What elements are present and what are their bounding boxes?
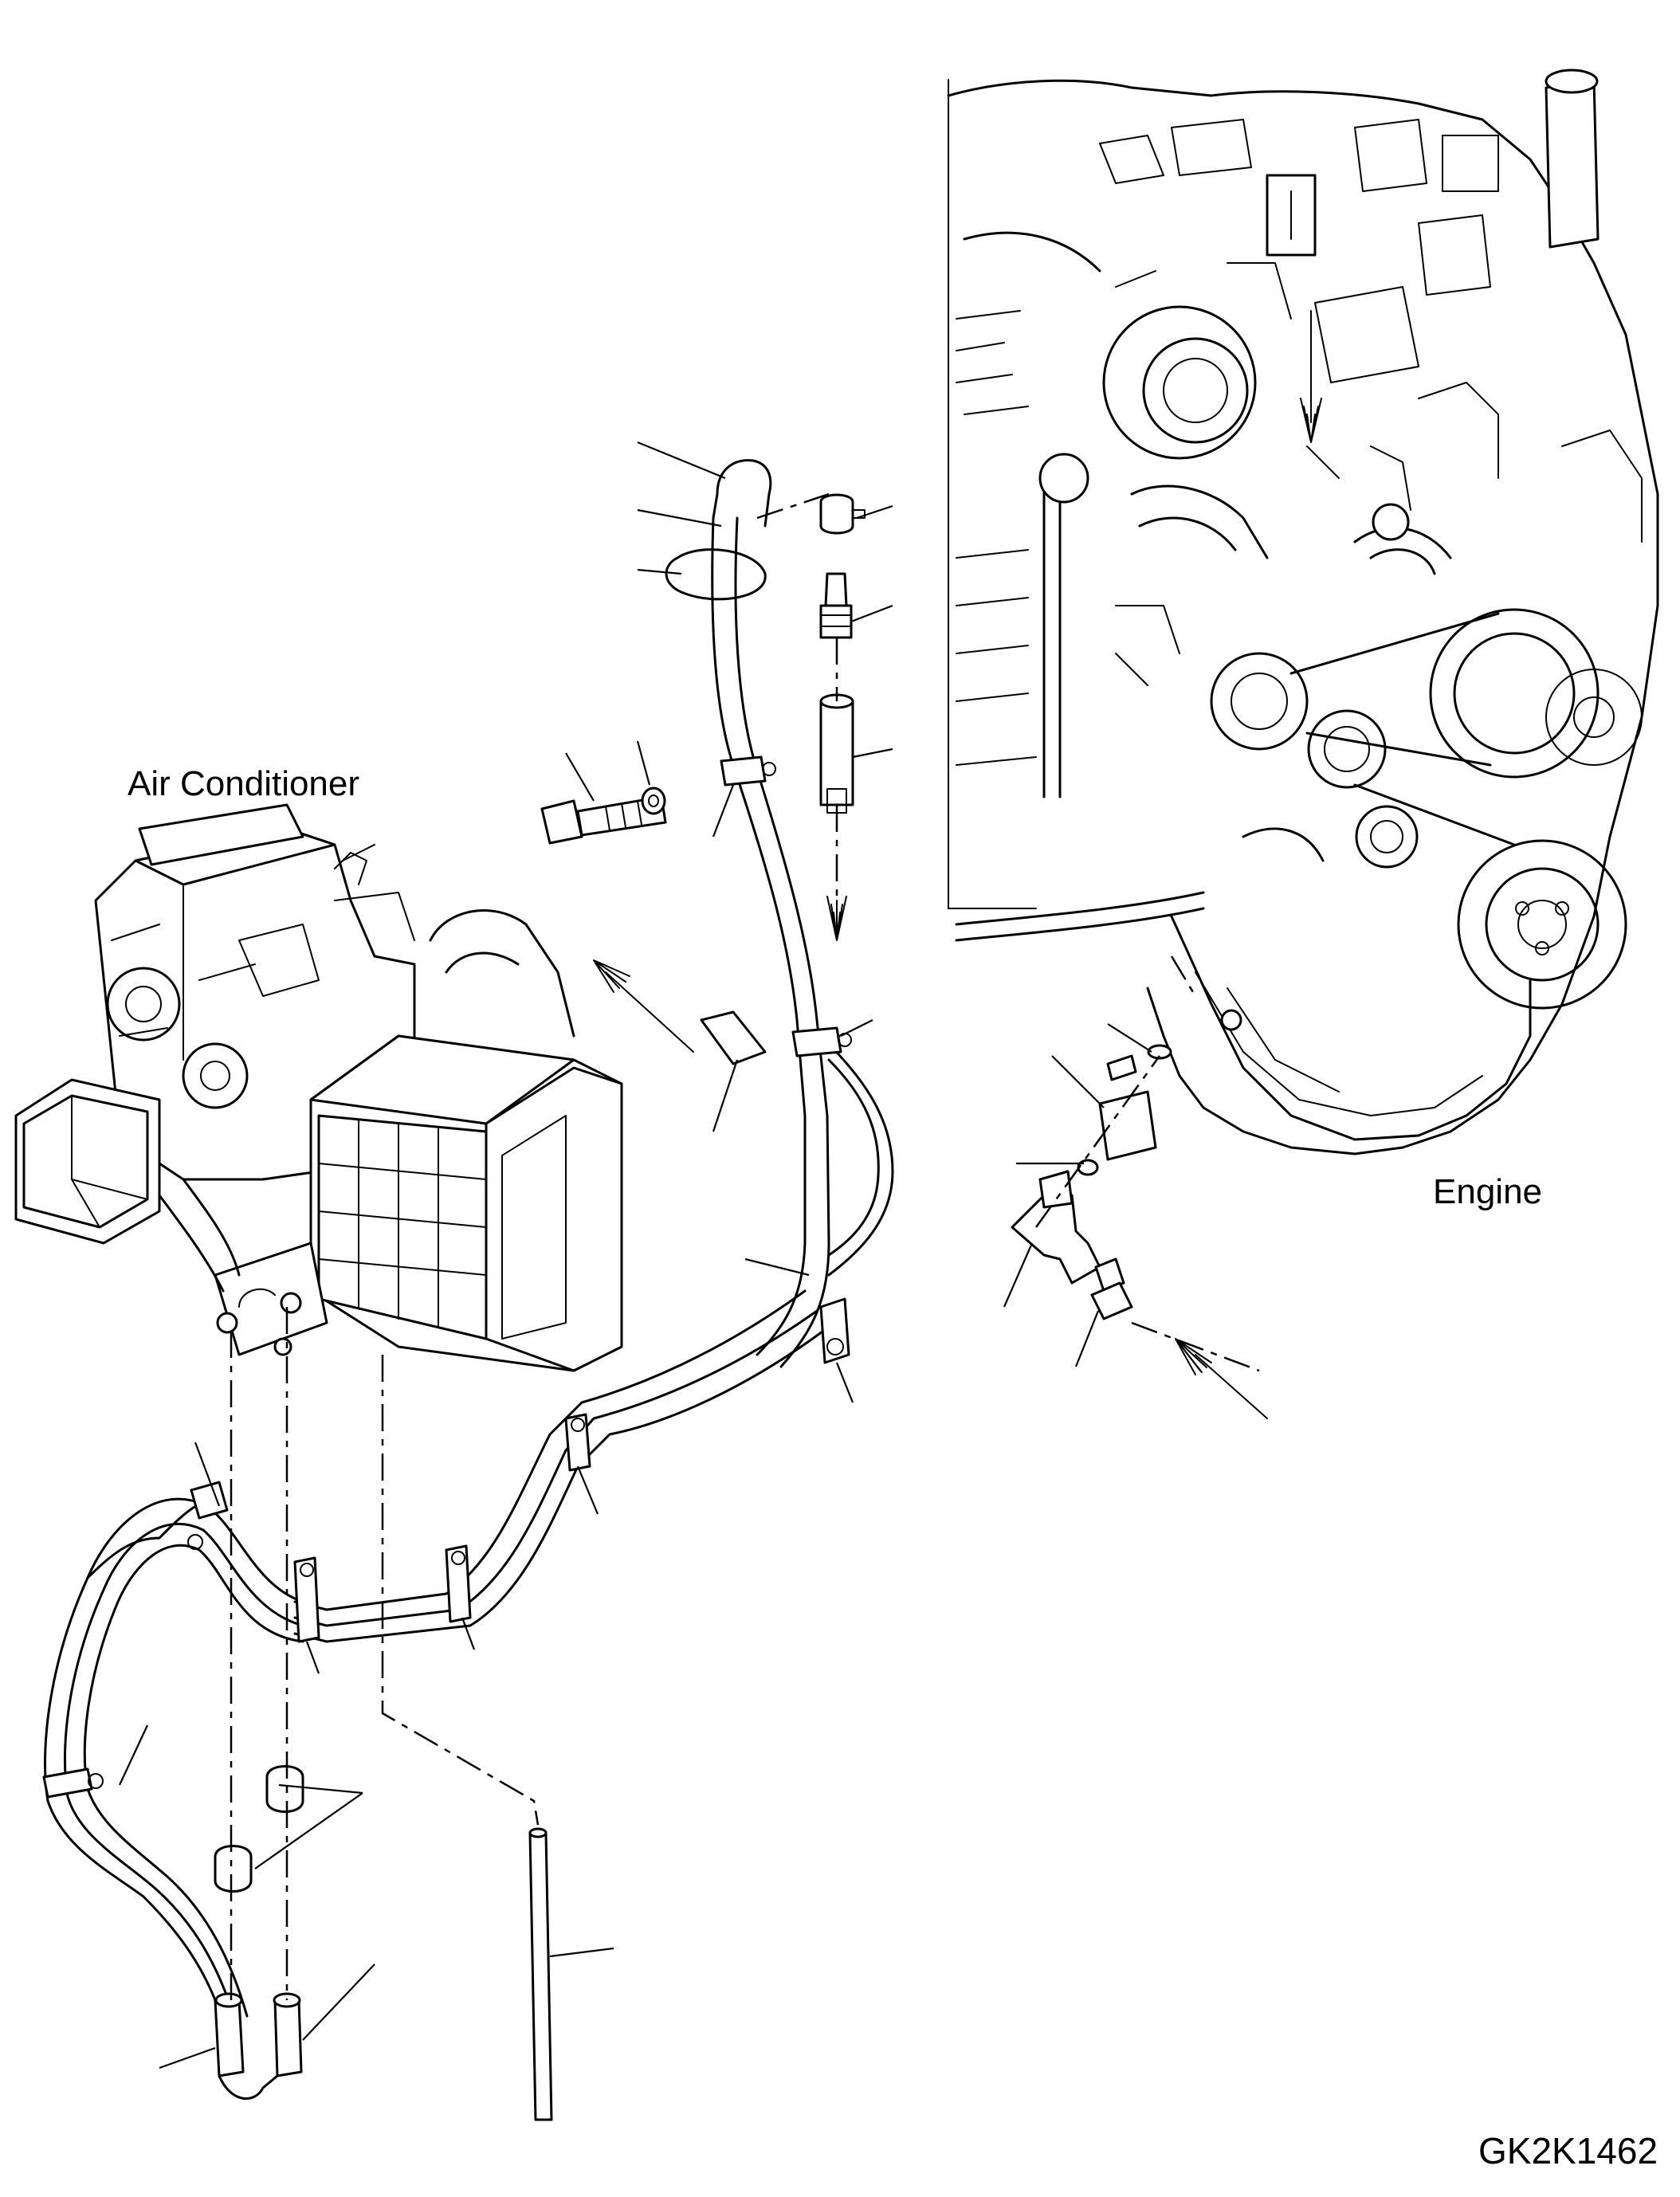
direction-arrows <box>593 896 1268 1419</box>
drawing-code-label: GK2K1462 <box>1478 2130 1658 2171</box>
engine-label: Engine <box>1433 1172 1543 1211</box>
air-conditioner-label: Air Conditioner <box>128 764 360 803</box>
heater-hoses <box>42 459 894 2100</box>
engine-illustration <box>947 69 1659 1155</box>
leader-lines <box>119 441 1152 2069</box>
assembly-lines <box>230 492 1260 2000</box>
small-parts <box>214 493 1172 2121</box>
air-conditioner-illustration <box>14 803 623 1372</box>
